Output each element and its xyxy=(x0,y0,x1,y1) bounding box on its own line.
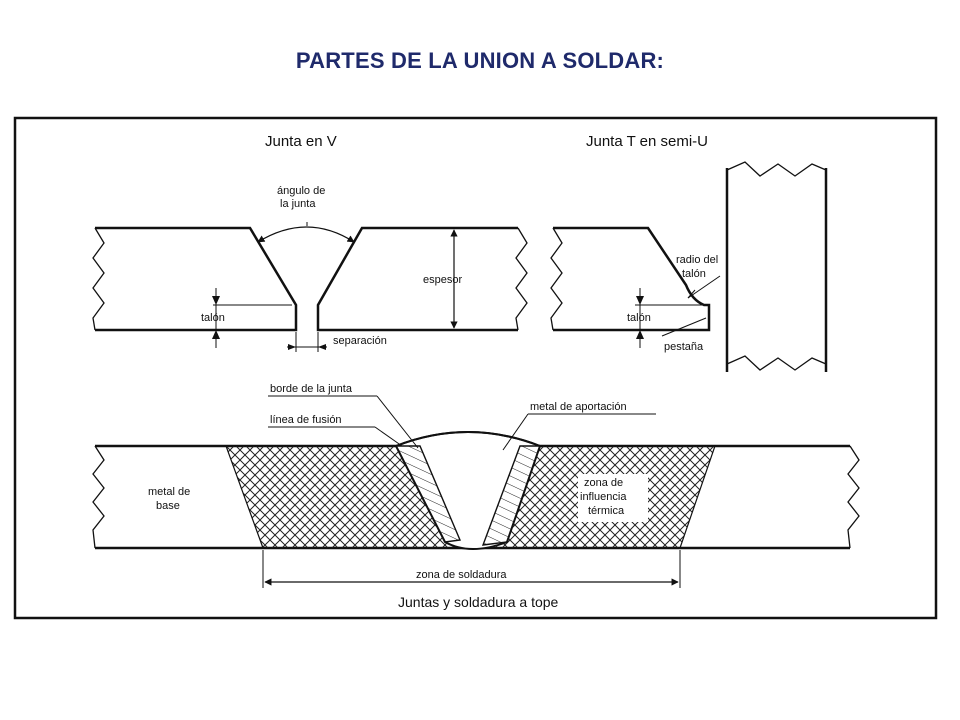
haz-label-3: térmica xyxy=(588,505,625,517)
filler-metal-label: metal de aportación xyxy=(530,401,627,413)
joint-angle-label-1: ángulo de xyxy=(277,185,325,197)
root-radius-label-2: talón xyxy=(682,268,706,280)
lip-label: pestaña xyxy=(664,341,704,353)
t-joint-vertical-break-top xyxy=(726,161,827,177)
joint-edge-label: borde de la junta xyxy=(270,383,353,395)
v-joint-title: Junta en V xyxy=(265,133,337,150)
t-joint-plate xyxy=(553,226,711,332)
thickness-label: espesor xyxy=(423,274,462,286)
t-joint-vertical-break-bottom xyxy=(726,355,827,371)
v-joint-right-plate xyxy=(316,226,518,332)
t-root-face-label: talón xyxy=(627,312,651,324)
v-joint-right-break xyxy=(515,227,528,331)
joint-angle-arc xyxy=(257,226,355,243)
base-metal-label-1: metal de xyxy=(148,486,190,498)
diagram-frame xyxy=(13,116,938,620)
joint-angle-label-2: la junta xyxy=(280,198,316,210)
gap-label: separación xyxy=(333,335,387,347)
t-joint-plate-break xyxy=(550,227,563,331)
root-radius-label-1: radio del xyxy=(676,254,718,266)
butt-weld-left-break xyxy=(92,445,105,549)
fusion-band-right xyxy=(481,445,541,546)
t-joint-title: Junta T en semi-U xyxy=(586,133,708,150)
t-joint-group: Junta T en semi-U radio del talón talón … xyxy=(550,133,828,372)
fusion-line-label: línea de fusión xyxy=(270,414,342,426)
page-title: PARTES DE LA UNION A SOLDAR: xyxy=(295,48,665,73)
v-joint-group: Junta en V ángulo de la junta espesor ta… xyxy=(92,133,528,352)
weld-zone-label: zona de soldadura xyxy=(416,569,507,581)
fusion-band-left xyxy=(394,445,462,543)
v-joint-left-plate xyxy=(95,226,298,332)
t-joint-vertical-plate xyxy=(725,168,828,372)
base-metal-label-2: base xyxy=(156,500,180,512)
haz-label-1: zona de xyxy=(584,477,623,489)
butt-weld-group: borde de la junta línea de fusión metal … xyxy=(92,383,860,610)
root-face-label: talón xyxy=(201,312,225,324)
haz-label-2: influencia xyxy=(580,491,627,503)
butt-weld-caption: Juntas y soldadura a tope xyxy=(398,594,559,610)
v-joint-left-break xyxy=(92,227,105,331)
butt-weld-right-break xyxy=(847,445,860,549)
